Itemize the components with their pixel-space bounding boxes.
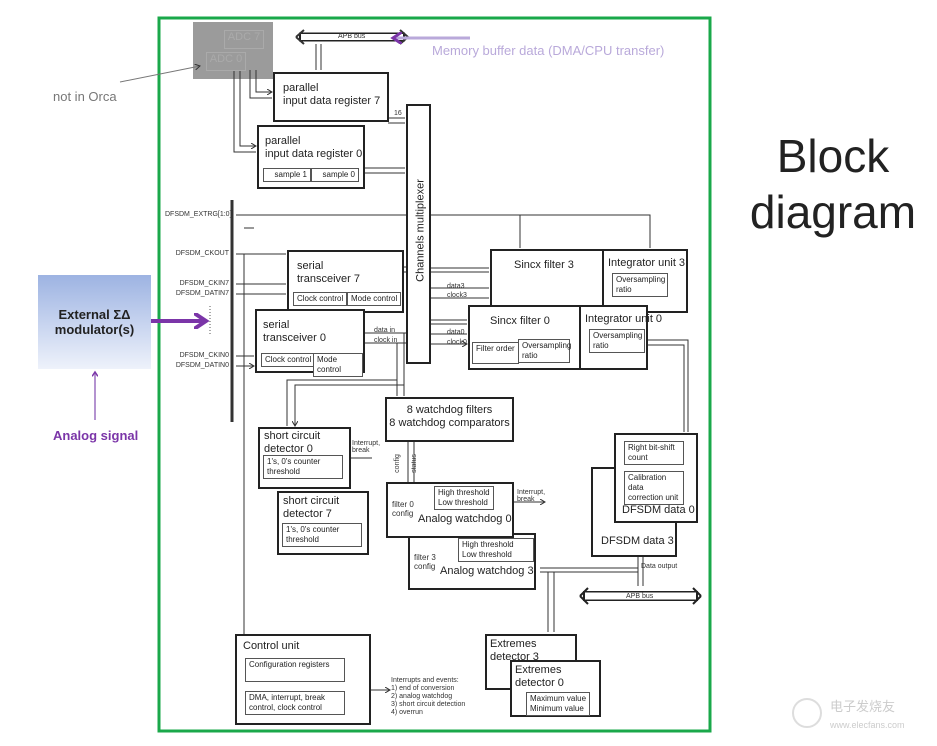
integrator-0-oversampling: Oversampling ratio [589,329,645,353]
watermark-text: 电子发烧友 [830,699,896,714]
watchdog-filters-box: 8 watchdog filters 8 watchdog comparator… [385,397,514,442]
pin-extrg: DFSDM_EXTRG[1:0] [165,211,232,218]
analog-watchdog-3: filter 3 config High threshold Low thres… [408,533,536,590]
detector-0-threshold: 1's, 0's counter threshold [263,455,343,479]
aw3-thresholds: High threshold Low threshold [458,538,534,562]
dma-box: DMA, interrupt, break control, clock con… [245,691,345,715]
external-modulator-box: External ΣΔ modulator(s) [38,275,151,369]
aw-interrupt-label: Interrupt, break [517,489,546,503]
slide-title: Block diagram [749,130,917,238]
serial-transceiver-0: serial transceiver 0 Clock control Mode … [255,309,365,377]
data-in-label: data in [374,327,396,334]
register-0-title: parallel input data register 0 [265,135,363,160]
apb-bus-bottom-label: APB bus [626,593,654,600]
detector-0-title: short circuit detector 0 [264,430,321,455]
dfsdm-data-0: Right bit-shift count Calibration data c… [614,433,698,523]
watchdog-title: 8 watchdog filters 8 watchdog comparator… [389,404,510,429]
memory-buffer-label: Memory buffer data (DMA/CPU transfer) [432,43,665,58]
bitshift-box: Right bit-shift count [624,441,684,465]
transceiver-0-title: serial transceiver 0 [263,319,326,344]
mux-label: Channels multiplexer [414,179,427,282]
pin-datin0: DFSDM_DATIN0 [175,362,229,369]
aw3-title: Analog watchdog 3 [440,565,534,577]
config-registers-box: Configuration registers [245,658,345,682]
transceiver-7-title: serial transceiver 7 [297,260,360,285]
watermark-icon [792,698,822,728]
mode-control-7: Mode control [347,292,402,306]
aw0-thresholds: High threshold Low threshold [434,486,494,510]
filter3-config: filter 3 config [414,553,436,571]
sincx-filter-0: Sincx filter 0 Filter order Oversampling… [468,305,581,370]
parallel-register-0: parallel input data register 0 sample 1 … [257,125,365,189]
sample0-box: sample 0 [311,168,359,182]
aw0-title: Analog watchdog 0 [418,513,512,525]
sincx-filter-3: Sincx filter 3 [490,249,604,313]
pin-datin7: DFSDM_DATIN7 [175,290,229,297]
data-output-label: Data output [641,563,678,570]
data3-title: DFSDM data 3 [601,535,674,547]
channels-multiplexer: Channels multiplexer [406,104,431,364]
data0-title: DFSDM data 0 [622,504,695,516]
clock-control-7: Clock control [293,292,348,306]
filter-order-box: Filter order [472,342,519,364]
apb-bus-top-label: APB bus [338,33,366,40]
clock-control-0: Clock control [261,353,316,367]
detector-7-title: short circuit detector 7 [283,495,340,520]
control-unit-title: Control unit [243,640,300,652]
adc7-box: ADC 7 [224,30,264,49]
clock3-label: clock3 [447,292,467,299]
extremes-0-title: Extremes detector 0 [515,664,564,689]
mode-control-0: Mode control [313,353,363,377]
short-circuit-detector-0: short circuit detector 0 1's, 0's counte… [258,427,351,489]
integrator-3-oversampling: Oversampling ratio [612,273,668,297]
filter0-config: filter 0 config [392,500,414,518]
integrator-0-title: Integrator unit 0 [585,313,663,325]
integrator-unit-3: Integrator unit 3 Oversampling ratio [602,249,688,313]
config-label: config [393,454,401,473]
analog-watchdog-0: filter 0 config High threshold Low thres… [386,482,514,538]
sincx-0-title: Sincx filter 0 [490,315,550,327]
sincx-oversampling-box: Oversampling ratio [518,339,571,363]
data3-label: data3 [447,283,465,290]
control-unit: Control unit Configuration registers DMA… [235,634,371,725]
not-in-orca-label: not in Orca [53,89,117,104]
watermark-logo: 电子发烧友 www.elecfans.com [790,694,930,734]
calibration-box: Calibration data correction unit [624,471,684,505]
register-7-title: parallel input data register 7 [283,82,381,107]
analog-signal-label: Analog signal [53,428,139,443]
parallel-register-7: parallel input data register 7 [273,72,389,122]
sincx-3-title: Sincx filter 3 [514,259,574,271]
sample1-box: sample 1 [263,168,311,182]
pin-ckin7: DFSDM_CKIN7 [179,280,229,287]
data0-label: data0 [447,329,465,336]
status-label: status [410,454,418,473]
watermark-url: www.elecfans.com [830,720,905,730]
integrator-3-title: Integrator unit 3 [608,257,686,269]
events-list: Interrupts and events: 1) end of convers… [391,677,466,716]
pin-ckin0: DFSDM_CKIN0 [179,352,229,359]
serial-transceiver-7: serial transceiver 7 Clock control Mode … [287,250,404,313]
sc-interrupt-label: Interrupt, break [352,440,381,454]
integrator-unit-0: Integrator unit 0 Oversampling ratio [579,305,662,370]
extremes-detector-0: Extremes detector 0 Maximum value Minimu… [510,660,601,717]
short-circuit-detector-7: short circuit detector 7 1's, 0's counte… [277,491,369,555]
pin-ckout: DFSDM_CKOUT [175,250,229,257]
bus-width-label: 16 [394,110,402,117]
detector-7-threshold: 1's, 0's counter threshold [282,523,362,547]
adc0-box: ADC 0 [206,52,246,71]
clock-in-label: clock in [374,337,398,344]
extremes-values: Maximum value Minimum value [526,692,591,716]
clock0-label: clock0 [447,339,467,346]
